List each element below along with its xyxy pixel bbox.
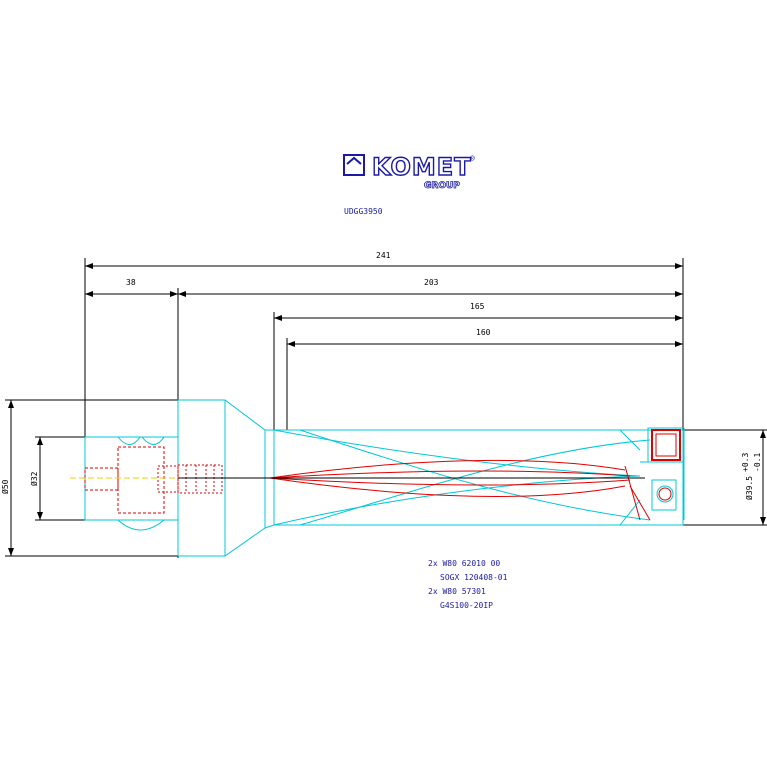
logo-brand: KOMET xyxy=(372,153,472,181)
dim-shank-dia: Ø32 xyxy=(29,471,39,486)
logo-sub: GROUP xyxy=(424,181,460,191)
dim-tol-lower: -0.1 xyxy=(753,453,762,472)
dimension-shank-dia xyxy=(35,436,85,521)
dim-flange-dia: Ø50 xyxy=(0,479,10,494)
dim-body-length: 203 xyxy=(424,278,439,287)
dimension-160 xyxy=(286,338,683,430)
dim-cut-dia: Ø39.5 xyxy=(744,476,754,500)
dim-tol-upper: +0.3 xyxy=(741,453,750,472)
parts-item: SOGX 120408-01 xyxy=(440,573,508,582)
part-number: UDGG3950 xyxy=(344,207,383,216)
dim-overall-length: 241 xyxy=(376,251,391,260)
parts-item: 2x W80 57301 xyxy=(428,587,486,596)
dimension-shank-body xyxy=(85,288,683,558)
internal-features xyxy=(84,429,681,521)
logo-registered: ® xyxy=(470,154,475,163)
parts-item: 2x W80 62010 00 xyxy=(428,559,500,568)
dimension-overall xyxy=(84,258,684,520)
dim-shank-length: 38 xyxy=(126,278,136,287)
komet-logo: KOMET ® GROUP xyxy=(343,152,475,191)
logo-emblem-icon xyxy=(343,154,365,176)
dimension-165 xyxy=(273,312,683,430)
dim-d1: 165 xyxy=(470,302,485,311)
dim-d2: 160 xyxy=(476,328,491,337)
dimension-cut-dia xyxy=(683,429,767,526)
parts-item: G4S100-20IP xyxy=(440,601,493,610)
